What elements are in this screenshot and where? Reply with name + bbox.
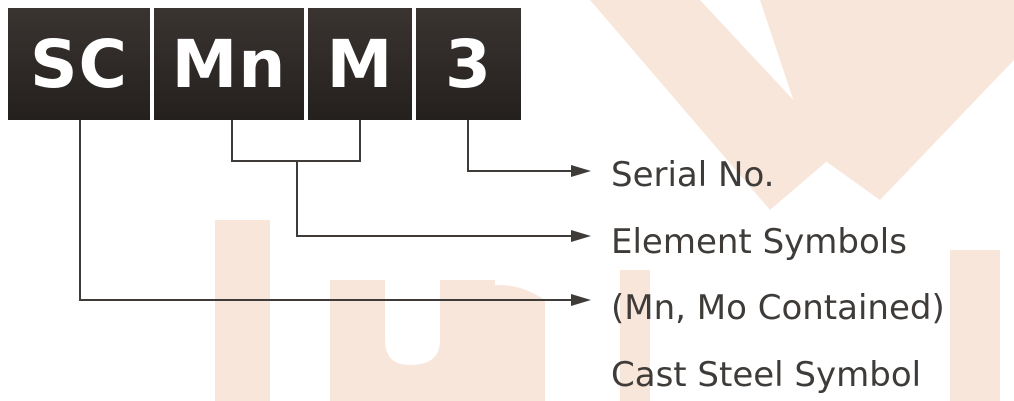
arrow-cast [571, 294, 591, 306]
element-symbols-label: Element Symbols [611, 222, 907, 262]
code-box-3: 3 [416, 8, 521, 120]
serial-no-label: Serial No. [611, 155, 775, 195]
code-box-sc: SC [8, 8, 150, 120]
code-box-mn: Mn [154, 8, 304, 120]
cast-connector [79, 120, 572, 301]
serial-connector [467, 120, 572, 172]
arrow-serial [571, 165, 591, 177]
code-m-text: M [326, 25, 394, 103]
element-bracket [231, 120, 361, 162]
code-sc-text: SC [30, 25, 128, 103]
code-3-text: 3 [445, 25, 492, 103]
mn-mo-contained-label: (Mn, Mo Contained) [611, 288, 945, 328]
arrow-element [571, 230, 591, 242]
code-box-m: M [308, 8, 412, 120]
code-mn-text: Mn [171, 25, 287, 103]
cast-steel-symbol-label: Cast Steel Symbol [611, 355, 922, 395]
element-connector [296, 161, 572, 237]
